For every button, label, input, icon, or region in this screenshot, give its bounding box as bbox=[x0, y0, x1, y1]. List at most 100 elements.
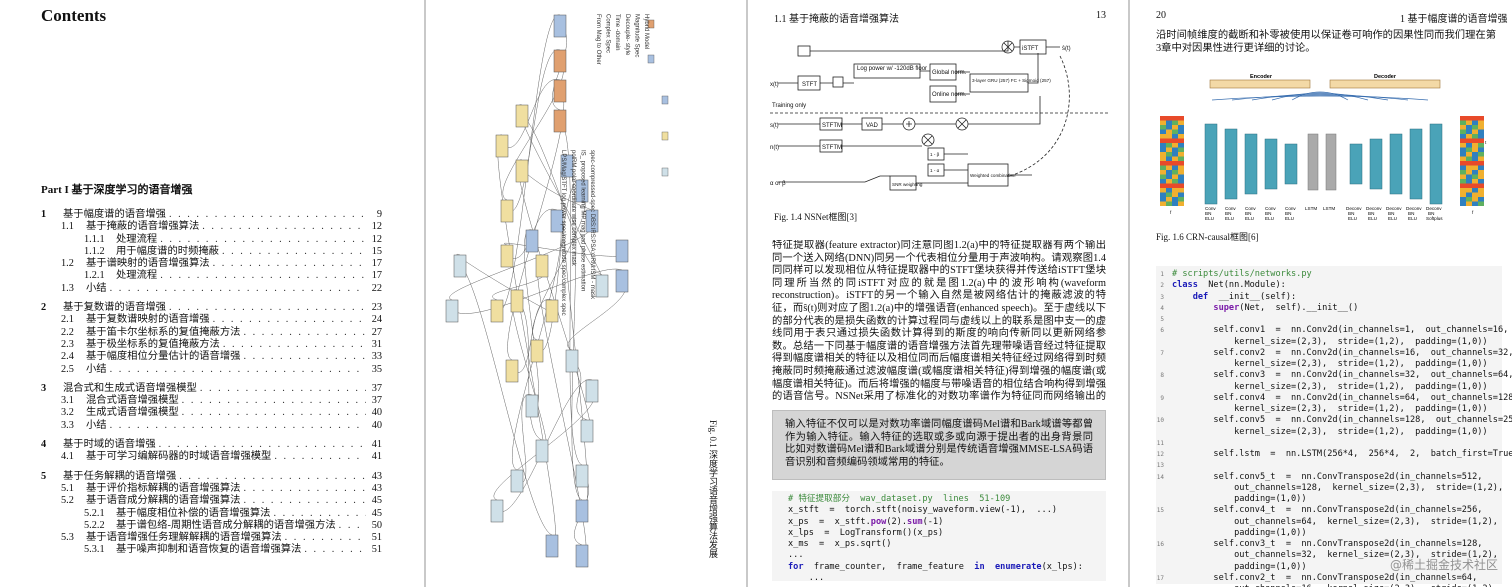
spectrogram-cell bbox=[1472, 116, 1478, 121]
skip-connection bbox=[1231, 94, 1409, 101]
running-head: 1.1 基于掩蔽的语音增强算法 bbox=[774, 14, 899, 25]
spectrogram-cell bbox=[1178, 183, 1184, 188]
code-line: 15 self.conv4_t = nn.ConvTranspose2d(in_… bbox=[1156, 505, 1483, 516]
label-n: n(t) bbox=[770, 145, 779, 151]
spectrogram-cell bbox=[1178, 116, 1184, 121]
toc-leader: . . . . . . . . . . . . . . . . . . . . … bbox=[160, 233, 366, 245]
deconv-layer bbox=[1349, 143, 1363, 185]
encoder-label: Encoder bbox=[1250, 74, 1273, 80]
method-node bbox=[565, 349, 579, 373]
layer-label: Conv bbox=[1225, 206, 1236, 211]
spectrogram-cell bbox=[1460, 201, 1466, 206]
code-line: 3 def __init__(self): bbox=[1156, 292, 1502, 303]
page-20: 20 1 基于幅度谱的语音增强 沿时间帧维度的截断和补零被使用以保证卷可响作的因… bbox=[1130, 0, 1512, 587]
spectrogram-cell bbox=[1178, 192, 1184, 197]
toc-number: 2.5 bbox=[61, 363, 74, 375]
conv-layer bbox=[1224, 128, 1238, 200]
spectrogram-cell bbox=[1172, 161, 1178, 166]
note-line: IS_ proposed learning MP mag pad phase e… bbox=[579, 150, 586, 292]
body-paragraph: 特征提取器(feature extractor)同注意同图1.2(a)中的特征提… bbox=[772, 240, 1106, 400]
layer-label: LSTM bbox=[1305, 206, 1317, 211]
figure-caption: Fig. 1.6 CRN-causal框图[6] bbox=[1156, 232, 1259, 242]
toc-title: 基于噪声抑制和语音恢复的语音增强算法 bbox=[116, 544, 302, 556]
toc-leader: . . . . . . . . . . . . . . . . . . . . … bbox=[181, 395, 366, 407]
code-line: x_ms = x_ps.sqrt() bbox=[788, 539, 892, 549]
spectrogram-cell bbox=[1178, 179, 1184, 184]
toc-number: 4 bbox=[41, 439, 47, 451]
spectrogram-cell bbox=[1172, 152, 1178, 157]
skip-connection bbox=[1211, 95, 1429, 101]
legend-complex: Complex Spec bbox=[604, 14, 611, 54]
method-node bbox=[553, 14, 567, 38]
spectrogram-cell bbox=[1478, 125, 1484, 130]
toc-number: 1.3 bbox=[61, 282, 74, 294]
label-istft: iSTFT bbox=[1022, 46, 1039, 52]
line-number: 15 bbox=[1156, 507, 1164, 515]
spectrogram-cell bbox=[1166, 116, 1172, 121]
method-node bbox=[615, 269, 629, 293]
spectrogram-cell bbox=[1460, 134, 1466, 139]
layer-label: Deconv bbox=[1426, 206, 1442, 211]
layer-label: BN bbox=[1245, 211, 1251, 216]
line-number bbox=[1156, 483, 1172, 494]
spectrogram-cell bbox=[1160, 147, 1166, 152]
toc-number: 1.1.1 bbox=[84, 233, 105, 245]
spectrogram-cell bbox=[1166, 129, 1172, 134]
method-node bbox=[495, 134, 509, 158]
legend-decouple: Decouple- style bbox=[623, 14, 630, 56]
legend-swatch bbox=[661, 167, 669, 177]
toc-page: 33 bbox=[371, 351, 382, 363]
toc-leader: . . . . . . . . . . . . . . . . . . . . … bbox=[243, 482, 366, 494]
legend-magnitude: Magnitude Spec bbox=[633, 14, 640, 58]
label-one-minus: 1 - β bbox=[930, 152, 940, 157]
note-text: 输入特征不仅可以是对数功率谱同幅度谱码Mel谱和Bark域谱等都曾作为输入特征。… bbox=[785, 419, 1093, 468]
line-number: 11 bbox=[1156, 439, 1164, 447]
code-line: 4 super(Net, self).__init__() bbox=[1156, 303, 1502, 314]
spectrogram-cell bbox=[1160, 120, 1166, 125]
line-number: 16 bbox=[1156, 541, 1164, 548]
spectrogram-cell bbox=[1166, 179, 1172, 184]
conv-layer bbox=[1284, 143, 1298, 185]
spectrogram-cell bbox=[1472, 156, 1478, 161]
spectrogram-cell bbox=[1478, 165, 1484, 170]
skip-connection bbox=[1271, 92, 1369, 101]
spectrogram-cell bbox=[1478, 147, 1484, 152]
layer-label: Softplus bbox=[1426, 216, 1443, 221]
toc-number: 2.1 bbox=[61, 314, 74, 326]
toc-leader: . . . . . . . . . . . . . . . . . . . . … bbox=[109, 419, 366, 431]
deconv-layer bbox=[1429, 123, 1443, 205]
toc-page: 41 bbox=[371, 451, 382, 463]
layer-label: BN bbox=[1368, 211, 1374, 216]
toc-page: 41 bbox=[371, 439, 382, 451]
spectrogram-cell bbox=[1172, 165, 1178, 170]
spectrogram-cell bbox=[1478, 183, 1484, 188]
method-node bbox=[585, 379, 599, 403]
spectrogram-cell bbox=[1466, 170, 1472, 175]
